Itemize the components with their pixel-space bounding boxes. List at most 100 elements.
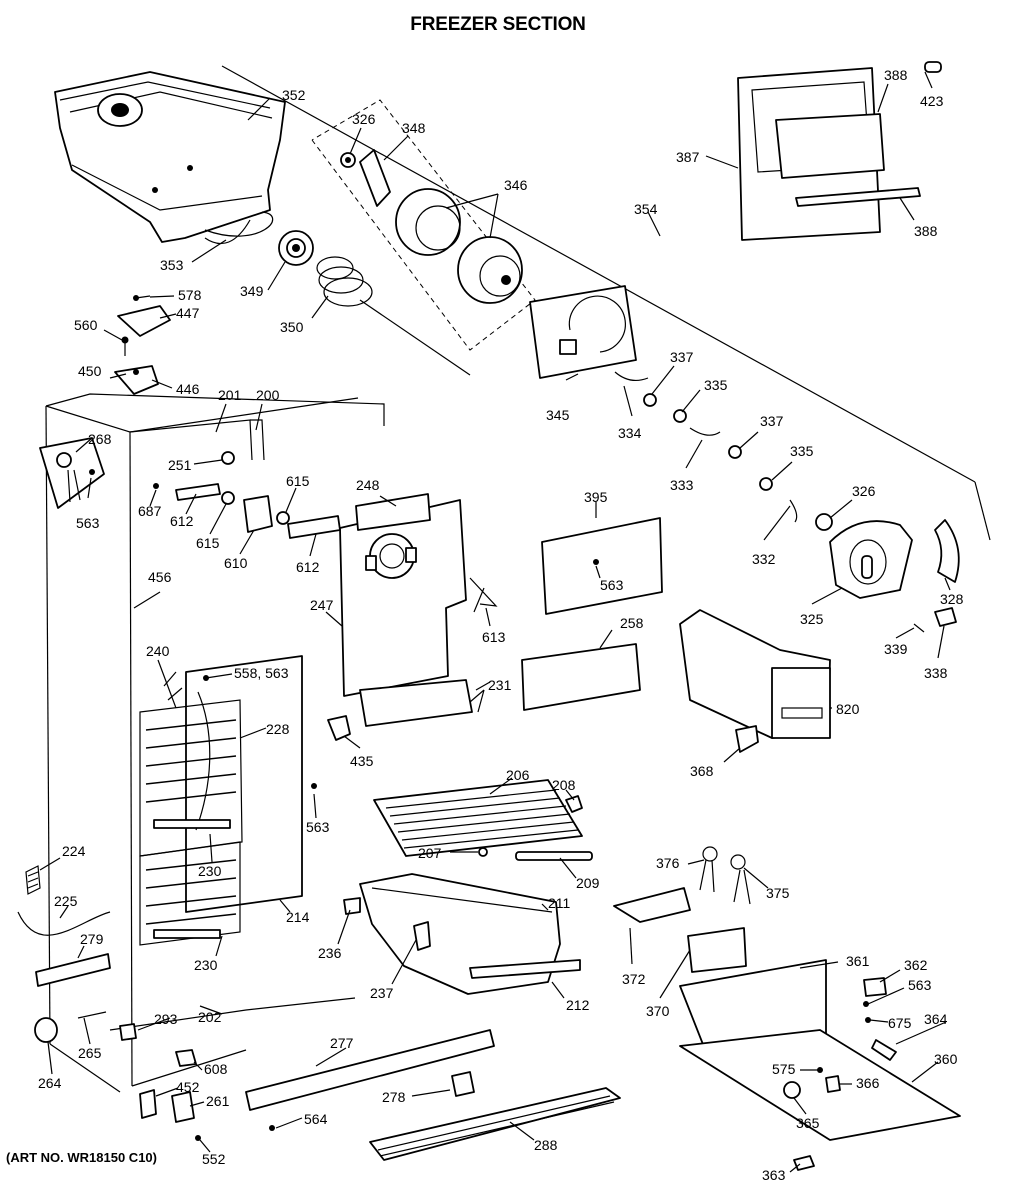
callout-325: 325 [800, 611, 824, 627]
shelf-and-pan [343, 779, 593, 995]
callout-248: 248 [356, 477, 380, 493]
callout-278: 278 [382, 1089, 406, 1105]
callout-435: 435 [350, 753, 374, 769]
callout-279: 279 [80, 931, 104, 947]
callout-337-lower: 337 [760, 413, 784, 429]
callout-200: 200 [256, 387, 280, 403]
callout-365: 365 [796, 1115, 820, 1131]
callout-363: 363 [762, 1167, 786, 1183]
callout-450: 450 [78, 363, 102, 379]
callout-277: 277 [330, 1035, 354, 1051]
callout-558-563: 558, 563 [234, 665, 289, 681]
callout-675: 675 [888, 1015, 912, 1031]
callout-201: 201 [218, 387, 242, 403]
callout-452: 452 [176, 1079, 200, 1095]
bottom-rail-and-grille [245, 1029, 621, 1161]
callout-209: 209 [576, 875, 600, 891]
callout-339: 339 [884, 641, 908, 657]
callout-346: 346 [504, 177, 528, 193]
callout-230-upper: 230 [198, 863, 222, 879]
callout-613: 613 [482, 629, 506, 645]
assembly-guide-lines [221, 65, 991, 541]
ice-bucket [54, 71, 286, 245]
callout-265: 265 [78, 1045, 102, 1061]
callout-207: 207 [418, 845, 442, 861]
callout-560: 560 [74, 317, 98, 333]
diagram-title: FREEZER SECTION [410, 14, 585, 35]
callout-236: 236 [318, 945, 342, 961]
callout-345: 345 [546, 407, 570, 423]
callout-208: 208 [552, 777, 576, 793]
auger-assembly [278, 149, 523, 376]
callout-230-lower: 230 [194, 957, 218, 973]
callout-615-right: 615 [286, 473, 310, 489]
callout-268: 268 [88, 431, 112, 447]
callout-366: 366 [856, 1075, 880, 1091]
callout-376: 376 [656, 855, 680, 871]
evaporator [139, 655, 317, 946]
small-hardware-left [114, 295, 171, 395]
callout-337-upper: 337 [670, 349, 694, 365]
callout-211: 211 [548, 895, 571, 911]
callout-224: 224 [62, 843, 86, 859]
ice-chute-door-assembly [737, 61, 942, 241]
callout-225: 225 [54, 893, 78, 909]
auger-motor-parts [614, 371, 960, 633]
callout-212: 212 [566, 997, 590, 1013]
callout-261: 261 [206, 1093, 230, 1109]
callout-332: 332 [752, 551, 776, 567]
callout-247: 247 [310, 597, 334, 613]
fan-shroud [339, 493, 498, 727]
callout-333: 333 [670, 477, 694, 493]
left-lower-parts [17, 865, 201, 1141]
callout-362: 362 [904, 957, 928, 973]
callout-368: 368 [690, 763, 714, 779]
callout-388-bottom: 388 [914, 223, 938, 239]
callout-364: 364 [924, 1011, 948, 1027]
callout-552: 552 [202, 1151, 226, 1167]
callout-370: 370 [646, 1003, 670, 1019]
callout-446: 446 [176, 381, 200, 397]
callout-338: 338 [924, 665, 948, 681]
callout-237: 237 [370, 985, 394, 1001]
callout-563-right: 563 [908, 977, 932, 993]
callout-615-left: 615 [196, 535, 220, 551]
callout-214: 214 [286, 909, 310, 925]
callout-456: 456 [148, 569, 172, 585]
callout-375: 375 [766, 885, 790, 901]
callout-334: 334 [618, 425, 642, 441]
callout-251: 251 [168, 457, 192, 473]
callout-335-upper: 335 [704, 377, 728, 393]
callout-326-lower: 326 [852, 483, 876, 499]
art-number: (ART NO. WR18150 C10) [6, 1150, 157, 1165]
left-wall-small-parts [39, 437, 351, 741]
callout-820: 820 [836, 701, 860, 717]
callout-575: 575 [772, 1061, 796, 1077]
callout-326: 326 [352, 111, 376, 127]
callout-258: 258 [620, 615, 644, 631]
callout-395: 395 [584, 489, 608, 505]
callout-612-right: 612 [296, 559, 320, 575]
callout-387: 387 [676, 149, 700, 165]
callout-231: 231 [488, 677, 512, 693]
callout-293: 293 [154, 1011, 178, 1027]
callout-447: 447 [176, 305, 200, 321]
callout-206: 206 [506, 767, 530, 783]
auger-mounting-plate [529, 285, 637, 379]
callout-564: 564 [304, 1111, 328, 1127]
callout-361: 361 [846, 953, 870, 969]
callout-388-top: 388 [884, 67, 908, 83]
callout-423: 423 [920, 93, 944, 109]
callout-228: 228 [266, 721, 290, 737]
callout-288: 288 [534, 1137, 558, 1153]
callout-687: 687 [138, 503, 162, 519]
callout-202: 202 [198, 1009, 222, 1025]
callout-240: 240 [146, 643, 170, 659]
callout-349: 349 [240, 283, 264, 299]
callout-264: 264 [38, 1075, 62, 1091]
callout-563-cover: 563 [600, 577, 624, 593]
callout-372: 372 [622, 971, 646, 987]
leader-lines [39, 71, 951, 1173]
callout-608: 608 [204, 1061, 228, 1077]
